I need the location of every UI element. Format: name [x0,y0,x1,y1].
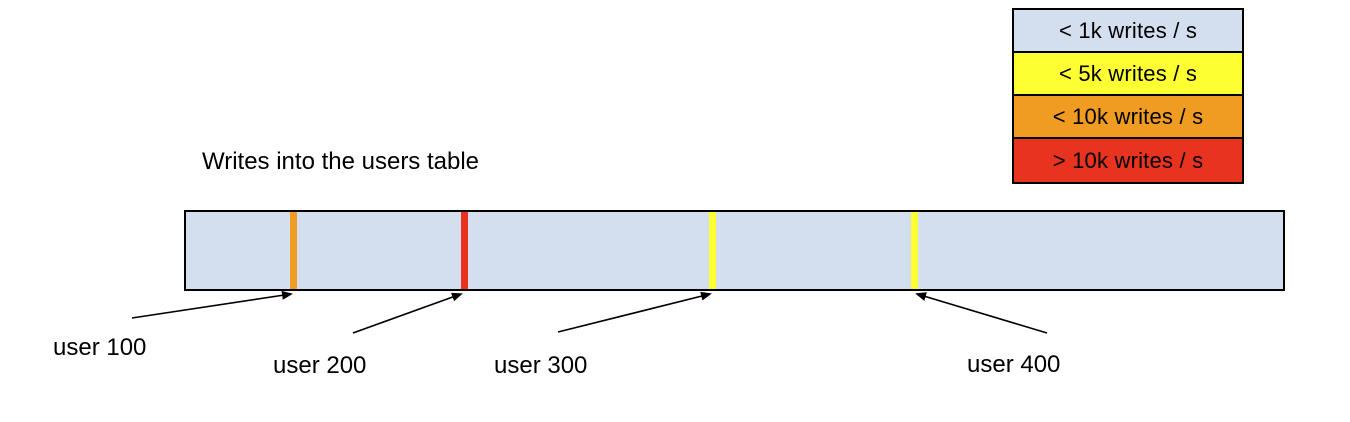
diagram-title: Writes into the users table [202,148,480,175]
label-user-300: user 300 [494,352,588,379]
marker-user-300 [709,212,716,289]
marker-user-100 [290,212,297,289]
arrow-user-200 [352,292,463,334]
legend: < 1k writes / s < 5k writes / s < 10k wr… [1012,8,1244,184]
legend-item-label: > 10k writes / s [1052,147,1204,173]
label-user-400: user 400 [967,351,1061,378]
marker-user-200 [461,212,468,289]
label-user-100: user 100 [53,334,147,361]
arrow-user-400 [915,292,1048,334]
legend-item-lt-10k: < 10k writes / s [1014,96,1242,139]
marker-user-400 [911,212,918,289]
legend-item-label: < 10k writes / s [1052,103,1204,129]
legend-item-lt-1k: < 1k writes / s [1014,10,1242,53]
legend-item-gt-10k: > 10k writes / s [1014,139,1242,182]
legend-item-lt-5k: < 5k writes / s [1014,53,1242,96]
label-user-200: user 200 [273,352,367,379]
users-table-bar [184,210,1285,291]
arrow-user-100 [131,290,293,319]
legend-item-label: < 5k writes / s [1058,60,1198,86]
arrow-user-300 [557,291,712,333]
legend-item-label: < 1k writes / s [1058,17,1198,43]
